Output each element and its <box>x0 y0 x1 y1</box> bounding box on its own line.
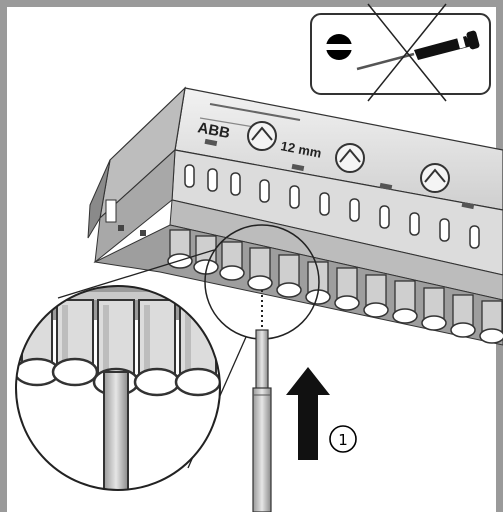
wire <box>252 329 272 512</box>
step-number: 1 <box>338 431 348 449</box>
screw-port <box>420 163 450 193</box>
step-number-badge <box>329 425 357 453</box>
zoom-leader-line <box>57 249 215 299</box>
insert-up-arrow-icon <box>286 367 330 460</box>
zoom-detail <box>15 285 221 491</box>
screw-port <box>335 143 365 173</box>
screw-port <box>247 121 277 151</box>
crossed-out-screwdriver-icon <box>310 3 491 102</box>
flat-blade-screw-icon <box>325 34 353 60</box>
brand-logo-text: ABB <box>196 119 231 142</box>
